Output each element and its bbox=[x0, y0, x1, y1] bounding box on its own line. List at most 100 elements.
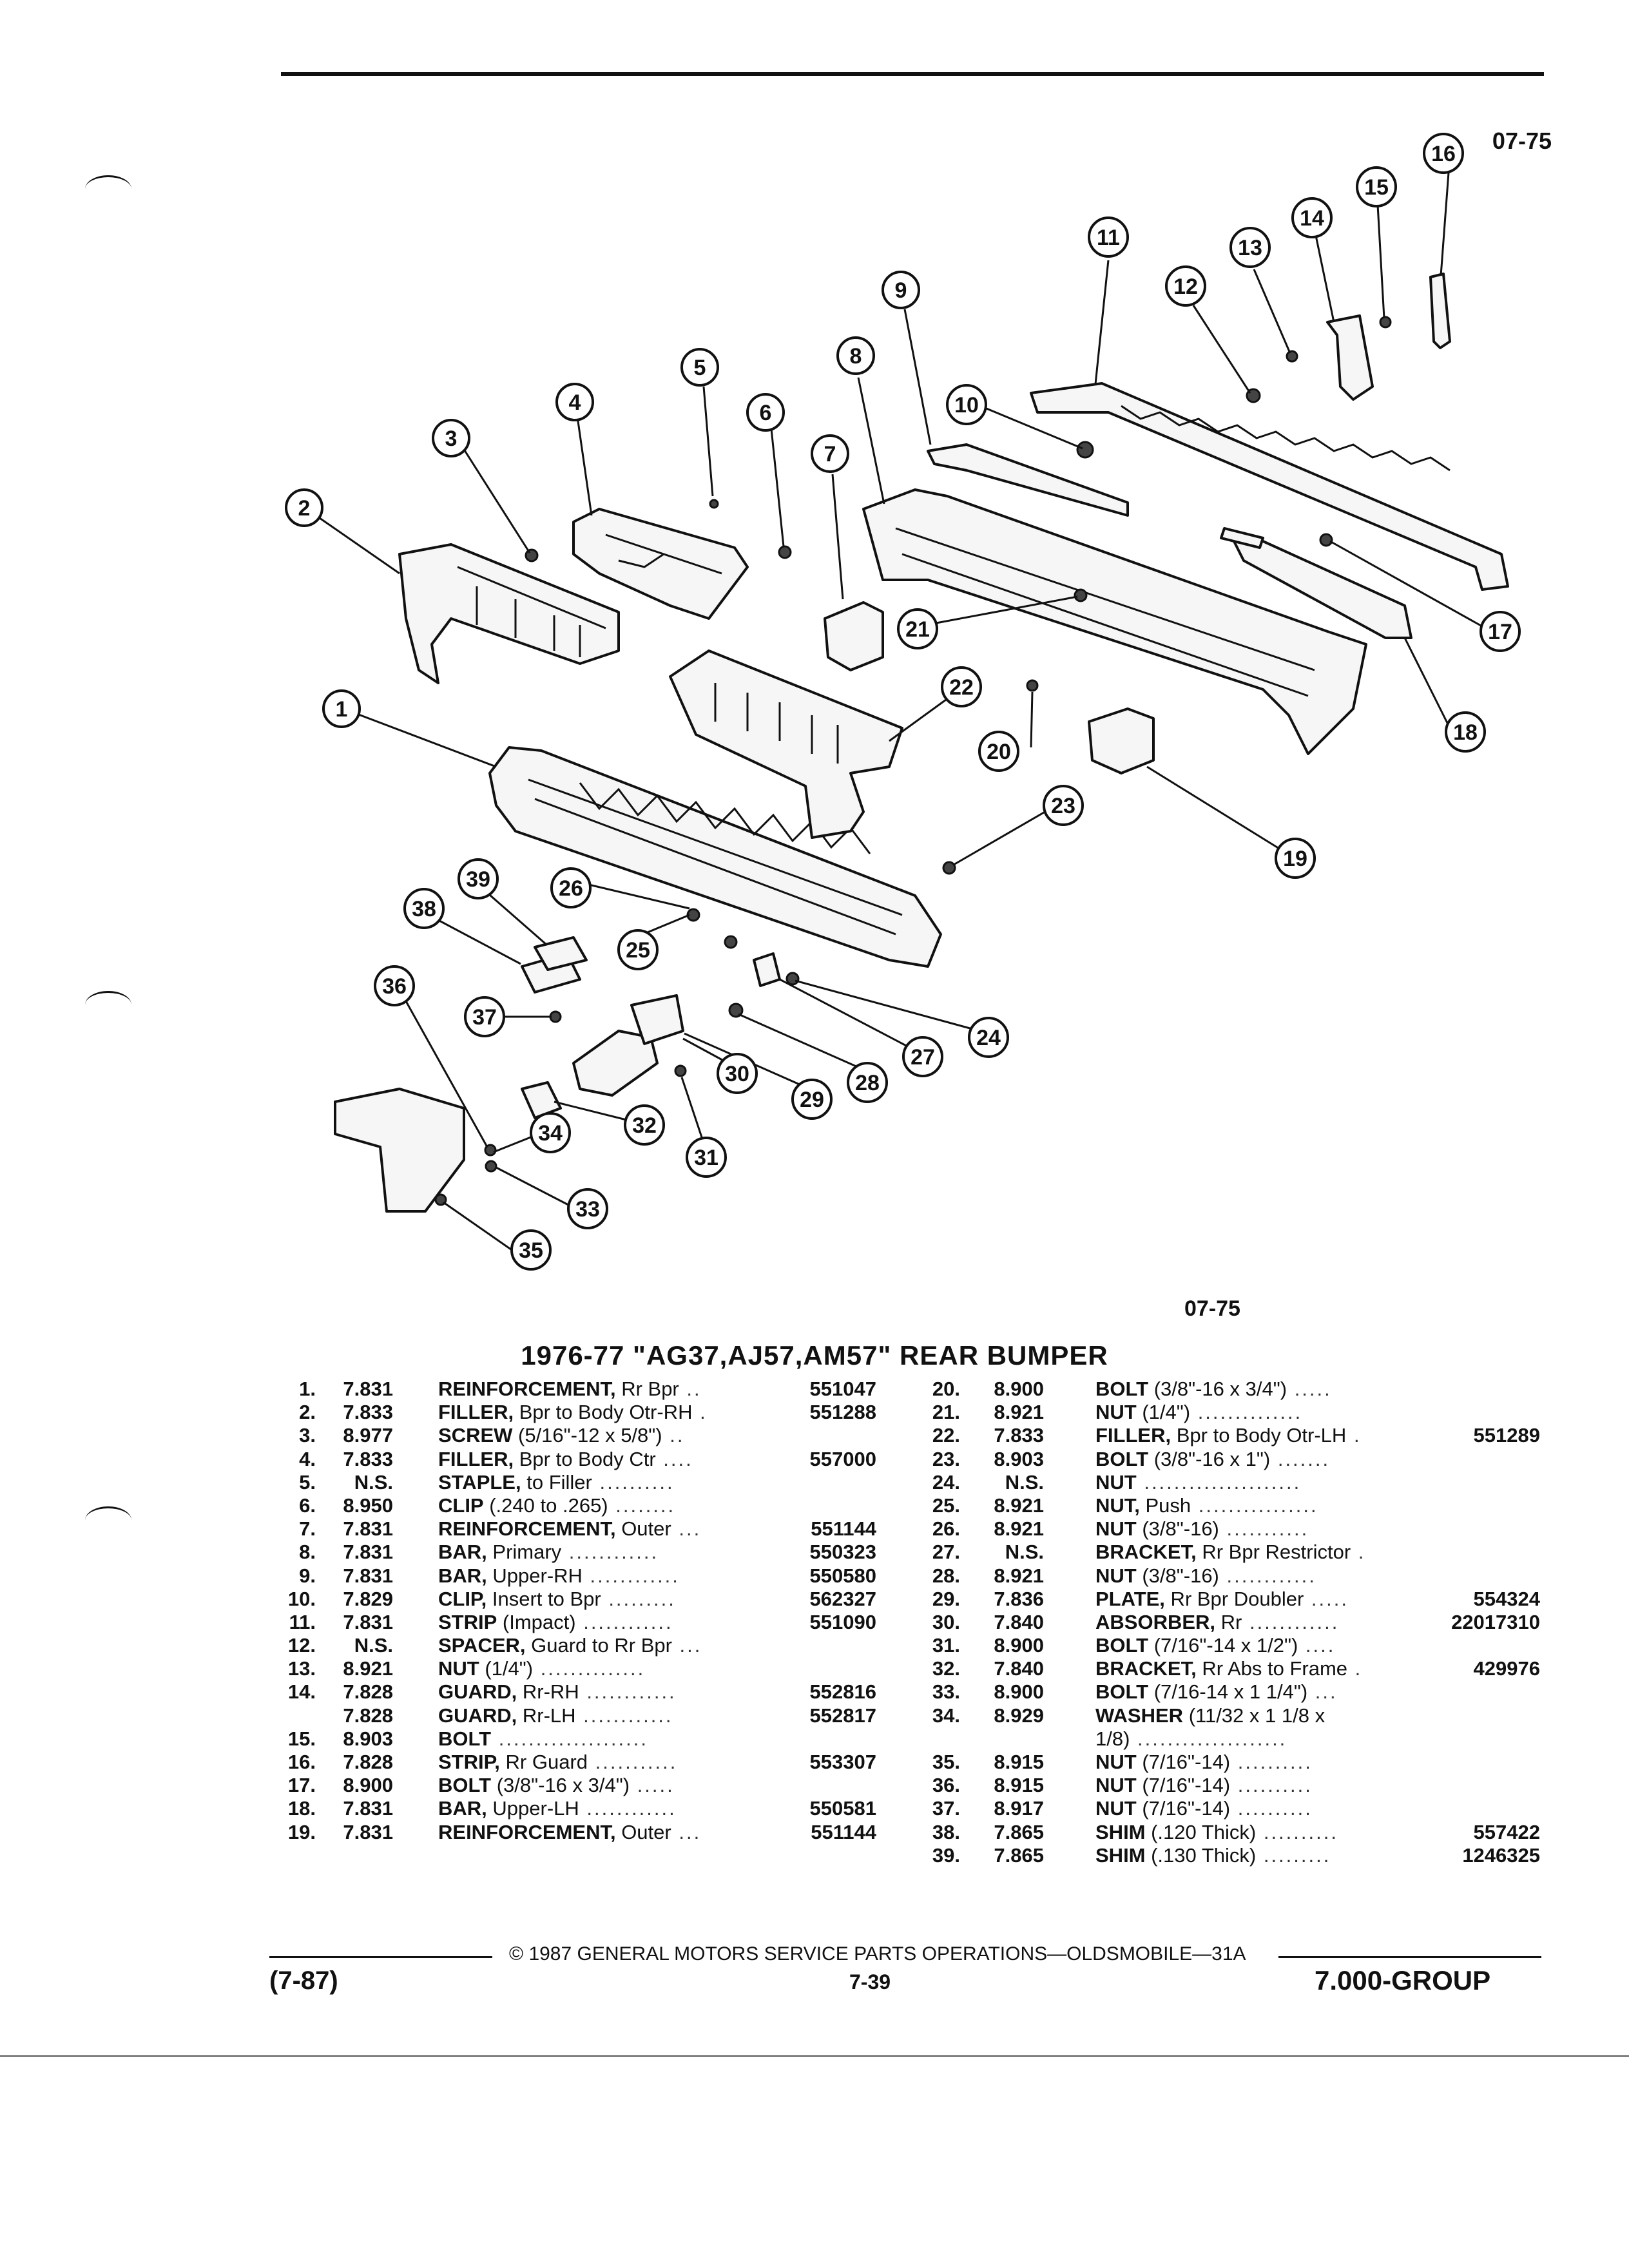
svg-text:36: 36 bbox=[382, 974, 407, 999]
group-code: 7.831 bbox=[343, 1820, 393, 1843]
part-detail: (.130 Thick) bbox=[1145, 1843, 1257, 1867]
item-number: 26. bbox=[932, 1517, 960, 1541]
svg-text:24: 24 bbox=[976, 1026, 1001, 1050]
group-code: 8.915 bbox=[994, 1774, 1044, 1797]
leader-dots: ........... bbox=[588, 1751, 678, 1773]
svg-text:37: 37 bbox=[472, 1005, 497, 1030]
leader-dots: ........ bbox=[608, 1494, 676, 1517]
doubler-plate-part-29 bbox=[630, 994, 684, 1045]
part-detail: (Impact) bbox=[497, 1610, 576, 1633]
leader-dots: . bbox=[1347, 1657, 1363, 1680]
callout-14: 14 bbox=[1291, 197, 1333, 238]
part-detail: Primary bbox=[487, 1541, 562, 1564]
part-name: BOLT bbox=[1095, 1447, 1149, 1470]
binding-mark bbox=[85, 175, 131, 203]
part-description: GUARD, Rr-RH ............ bbox=[438, 1680, 677, 1704]
part-detail: (3/8"-16) bbox=[1136, 1517, 1219, 1541]
callout-4: 4 bbox=[555, 383, 594, 421]
group-code: 7.831 bbox=[343, 1517, 393, 1541]
svg-text:1: 1 bbox=[336, 697, 348, 722]
part-description: SHIM (.120 Thick) .......... bbox=[1095, 1821, 1338, 1844]
parts-list-row: 24.N.S.NUT ..................... bbox=[915, 1471, 1540, 1494]
part-name: FILLER, bbox=[1095, 1424, 1171, 1447]
part-description: REINFORCEMENT, Rr Bpr .. bbox=[438, 1378, 702, 1401]
svg-text:18: 18 bbox=[1453, 720, 1478, 745]
svg-text:33: 33 bbox=[575, 1197, 600, 1222]
part-detail: Bpr to Body Ctr bbox=[514, 1447, 656, 1470]
illustration-code-top: 07-75 bbox=[1492, 128, 1552, 154]
callout-33: 33 bbox=[567, 1188, 608, 1229]
group-code: 8.921 bbox=[994, 1494, 1044, 1517]
group-code: 8.903 bbox=[343, 1727, 393, 1750]
upper-bar-rh-part-9 bbox=[927, 443, 1129, 517]
part-detail: Rr Guard bbox=[499, 1751, 588, 1773]
part-detail: Push bbox=[1139, 1494, 1191, 1517]
svg-text:26: 26 bbox=[559, 876, 583, 901]
callout-13: 13 bbox=[1229, 227, 1271, 268]
leader-dots: ..... bbox=[1304, 1587, 1349, 1610]
group-code: 8.977 bbox=[343, 1424, 393, 1447]
leader-dots: ... bbox=[671, 1517, 702, 1541]
item-number: 1. bbox=[299, 1378, 316, 1400]
svg-text:6: 6 bbox=[760, 401, 772, 425]
callout-21: 21 bbox=[897, 608, 938, 649]
part-name: WASHER bbox=[1095, 1704, 1184, 1727]
callout-30: 30 bbox=[717, 1053, 758, 1094]
part-number: 550580 bbox=[809, 1564, 876, 1587]
bracket-part-17-area bbox=[1220, 527, 1264, 549]
part-detail: (3/8"-16) bbox=[1136, 1564, 1219, 1587]
leader-dots: . bbox=[1346, 1424, 1362, 1447]
leader-dots: .................... bbox=[1130, 1727, 1287, 1750]
part-detail: Guard to Rr Bpr bbox=[525, 1634, 672, 1657]
group-code: 8.921 bbox=[343, 1657, 393, 1680]
part-name: NUT bbox=[1095, 1797, 1137, 1820]
item-number: 14. bbox=[287, 1680, 316, 1704]
group-code: 7.840 bbox=[994, 1610, 1044, 1633]
parts-list-row: 5.N.S.STAPLE, to Filler .......... bbox=[271, 1471, 876, 1494]
svg-text:4: 4 bbox=[569, 390, 581, 415]
svg-text:10: 10 bbox=[954, 393, 979, 418]
part-detail: (7/16"-14 x 1/2") bbox=[1148, 1634, 1298, 1657]
item-number: 5. bbox=[299, 1470, 316, 1494]
filler-center-part-4 bbox=[572, 508, 749, 620]
callout-37: 37 bbox=[464, 996, 505, 1037]
part-name: CLIP, bbox=[438, 1587, 487, 1610]
part-name: BRACKET, bbox=[1095, 1541, 1197, 1564]
svg-text:15: 15 bbox=[1364, 175, 1389, 200]
item-number: 30. bbox=[932, 1610, 960, 1633]
part-name: STAPLE, bbox=[438, 1470, 521, 1494]
exploded-parts-diagram: 1 2 3 4 5 6 7 8 9 10 11 12 13 14 15 16 1… bbox=[285, 133, 1521, 1271]
item-number: 9. bbox=[299, 1564, 316, 1587]
leader-dots: ......... bbox=[601, 1587, 676, 1610]
leader-lines bbox=[319, 172, 1483, 1254]
svg-text:31: 31 bbox=[694, 1146, 718, 1170]
part-number: 22017310 bbox=[1451, 1610, 1540, 1633]
callout-10: 10 bbox=[946, 384, 987, 425]
part-name: BOLT bbox=[1095, 1680, 1149, 1704]
part-description: 1/8) .................... bbox=[1095, 1727, 1287, 1751]
part-description: REINFORCEMENT, Outer ... bbox=[438, 1821, 701, 1844]
part-number: 554324 bbox=[1473, 1587, 1540, 1610]
part-name: BOLT bbox=[438, 1774, 492, 1797]
filler-lh-part-22 bbox=[669, 649, 903, 839]
leader-dots: .......... bbox=[1256, 1820, 1338, 1843]
part-number: 553307 bbox=[809, 1751, 876, 1773]
group-code: 8.921 bbox=[994, 1564, 1044, 1587]
item-number: 36. bbox=[932, 1774, 960, 1797]
reinforcement-part-1 bbox=[488, 746, 942, 968]
group-code: 7.833 bbox=[343, 1447, 393, 1470]
svg-text:11: 11 bbox=[1097, 226, 1120, 250]
svg-text:17: 17 bbox=[1488, 620, 1512, 644]
part-name: REINFORCEMENT, bbox=[438, 1820, 616, 1843]
part-description: FILLER, Bpr to Body Otr-LH . bbox=[1095, 1424, 1362, 1447]
item-number: 17. bbox=[287, 1774, 316, 1797]
part-description: CLIP, Insert to Bpr ......... bbox=[438, 1588, 676, 1611]
